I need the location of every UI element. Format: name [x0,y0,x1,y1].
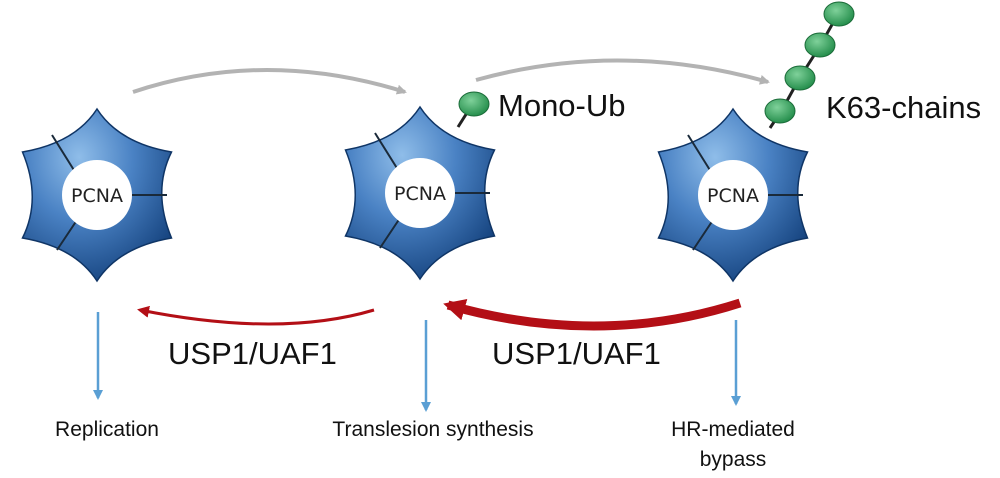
pcna-label-3: PCNA [707,185,759,207]
pcna-label-2: PCNA [394,183,446,205]
forward-arrow-2 [475,58,770,85]
usp1-uaf1-label-right: USP1/UAF1 [492,336,661,371]
pcna-ring-unmodified: PCNA [21,107,173,283]
outcome-translesion-synthesis: Translesion synthesis [332,418,533,441]
k63-ub-bead-4 [823,1,855,27]
pcna-ring-k63-chains: PCNA [657,107,809,283]
deubiquitination-arrow-1 [137,305,375,326]
outcome-hr-line-1: HR-mediated [671,418,795,441]
forward-arrow-1 [132,68,407,95]
pcna-label-1: PCNA [71,185,123,207]
outcome-hr-line-2: bypass [700,448,767,471]
outcome-replication: Replication [55,418,159,441]
usp1-uaf1-label-left: USP1/UAF1 [168,336,337,371]
deubiquitination-arrow-2 [443,298,742,331]
k63-ub-bead-2 [784,65,816,91]
pcna-ring-mono-ub: PCNA [344,105,496,281]
mono-ub-label: Mono-Ub [498,88,626,123]
k63-ub-bead-1 [764,98,796,124]
mono-ub-bead [458,91,490,117]
k63-ub-bead-3 [804,32,836,58]
k63-chains-label: K63-chains [826,90,981,125]
